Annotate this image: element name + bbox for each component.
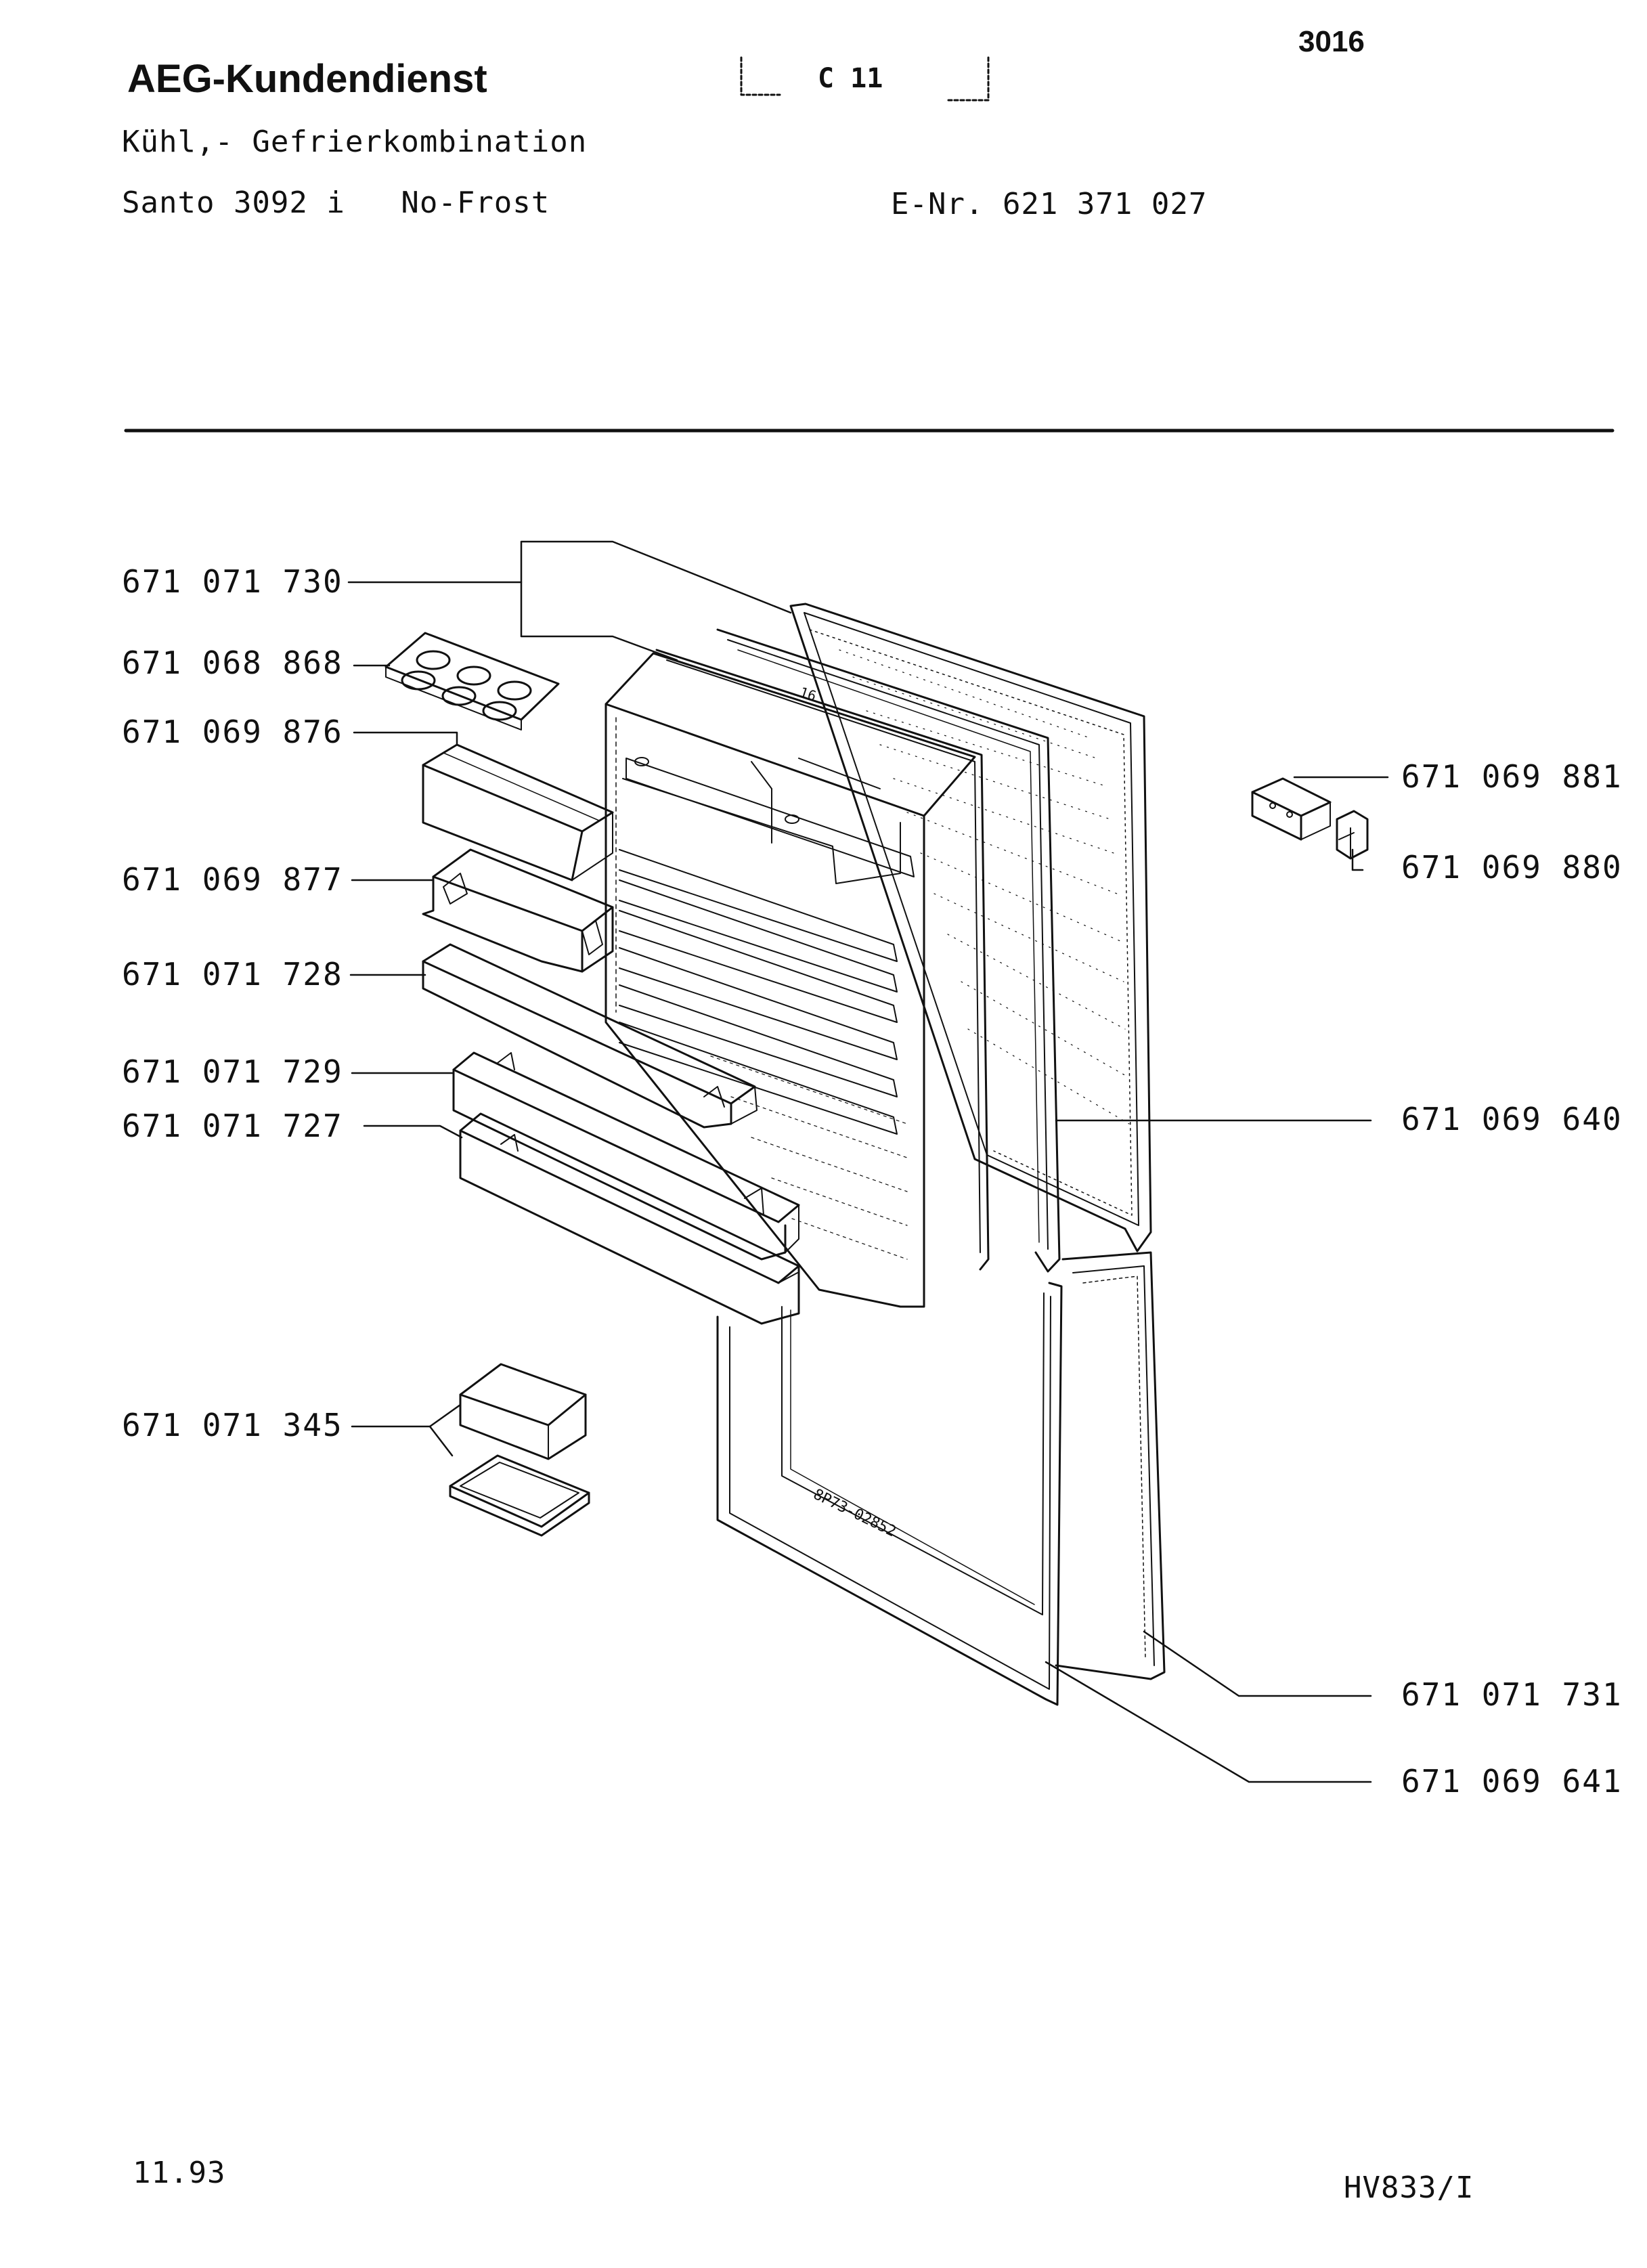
part-label-right-4: 671 071 731 <box>1401 1676 1623 1713</box>
part-cheese-box-lid <box>460 1364 586 1459</box>
part-label-left-2: 671 068 868 <box>122 645 343 681</box>
door-outer-panel <box>791 604 1151 1251</box>
part-label-right-2: 671 069 880 <box>1401 849 1623 886</box>
part-bottle-shelf-729 <box>454 1053 799 1259</box>
part-label-right-5: 671 069 641 <box>1401 1763 1623 1800</box>
leader-lines <box>349 542 1388 1782</box>
part-cheese-box-tray <box>450 1456 589 1535</box>
part-label-left-1: 671 071 730 <box>122 563 343 600</box>
part-label-right-1: 671 069 881 <box>1401 758 1623 795</box>
part-label-left-4: 671 069 877 <box>122 861 343 898</box>
e-number: E-Nr. 621 371 027 <box>891 187 1208 221</box>
door-gasket-frame <box>718 630 1059 1271</box>
part-label-left-8: 671 071 345 <box>122 1407 343 1443</box>
part-label-left-7: 671 071 727 <box>122 1108 343 1144</box>
part-label-right-3: 671 069 640 <box>1401 1101 1623 1137</box>
part-hinge-cover-881 <box>1252 779 1330 839</box>
part-hinge-bracket-880 <box>1337 811 1367 858</box>
appliance-type: Kühl,- Gefrierkombination <box>122 125 588 159</box>
part-egg-tray <box>386 633 558 730</box>
serial-mark: 8P73-02852 <box>810 1486 898 1541</box>
part-label-left-6: 671 071 729 <box>122 1053 343 1090</box>
freezer-door-gasket <box>718 1283 1061 1705</box>
brand-title: AEG-Kundendienst <box>127 57 487 101</box>
section-code: C 11 <box>818 63 883 94</box>
part-label-left-3: 671 069 876 <box>122 714 343 750</box>
sheet-number: 3016 <box>1298 25 1365 58</box>
inner-door-liner <box>606 650 988 1307</box>
model-name: Santo 3092 i No-Frost <box>122 186 550 220</box>
part-label-left-5: 671 071 728 <box>122 956 343 993</box>
part-door-shelf-728 <box>423 944 757 1127</box>
freezer-door-frame <box>1056 1252 1164 1679</box>
part-bottle-shelf-727 <box>460 1114 799 1324</box>
part-butter-lid <box>423 745 613 880</box>
section-code-bracket-left <box>741 58 780 95</box>
footer-date: 11.93 <box>133 2156 226 2190</box>
section-code-bracket-right <box>948 58 988 100</box>
part-butter-box <box>423 850 613 972</box>
footer-doc-code: HV833/I <box>1344 2171 1474 2205</box>
